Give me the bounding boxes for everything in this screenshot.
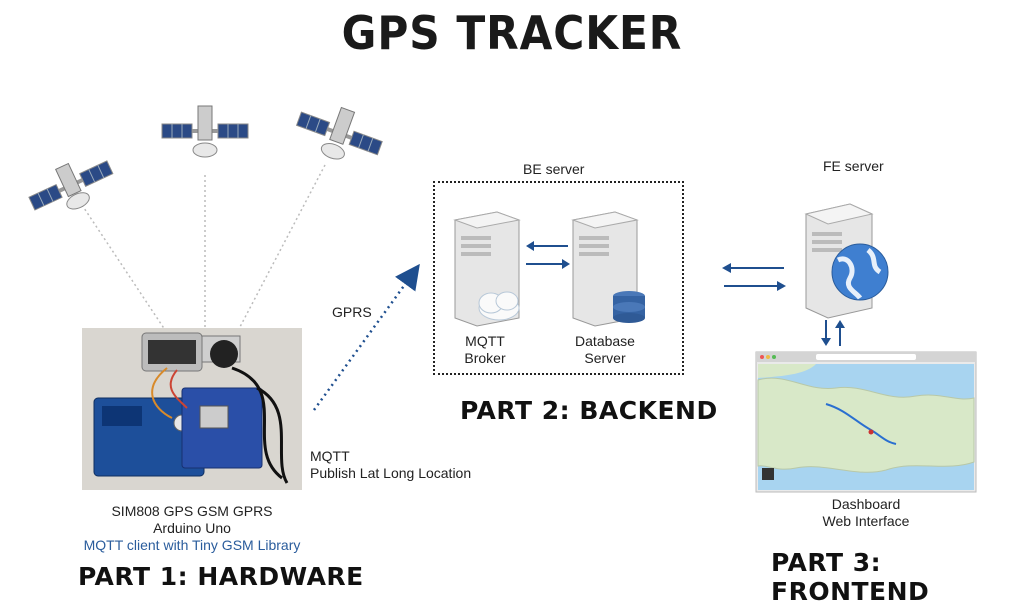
- mqtt-broker-label-1: MQTT: [465, 333, 505, 349]
- gprs-arrow: [312, 263, 420, 411]
- mqtt-broker-label-2: Broker: [464, 350, 506, 366]
- backend-box: [433, 181, 684, 375]
- dashboard-label-2: Web Interface: [822, 513, 910, 529]
- hardware-board-label: Arduino Uno: [153, 520, 231, 536]
- dashboard-map-screenshot: [755, 351, 977, 493]
- web-server-icon: [804, 203, 889, 319]
- satellite-icon: [295, 106, 383, 160]
- gprs-label: GPRS: [332, 304, 372, 320]
- part2-label: PART 2: BACKEND: [460, 396, 718, 425]
- satellite-icon: [161, 105, 249, 158]
- hardware-photo: [82, 328, 302, 490]
- part1-label: PART 1: HARDWARE: [78, 562, 364, 591]
- part3-label: PART 3: FRONTEND: [771, 548, 930, 606]
- publish-label: Publish Lat Long Location: [310, 465, 472, 481]
- database-server-icon: [571, 211, 645, 327]
- hardware-client-label: MQTT client with Tiny GSM Library: [83, 537, 301, 553]
- mqtt-protocol-label: MQTT: [310, 448, 350, 464]
- mqtt-broker-server-icon: [453, 211, 521, 327]
- satellite-icon: [28, 160, 114, 211]
- diagram-title: GPS TRACKER: [341, 6, 683, 60]
- fe-server-label: FE server: [823, 158, 884, 174]
- database-server-label-2: Server: [584, 350, 626, 366]
- database-server-label-1: Database: [575, 333, 635, 349]
- dashboard-label-1: Dashboard: [831, 496, 901, 512]
- be-fe-arrows: [722, 263, 786, 291]
- hardware-module-label: SIM808 GPS GSM GPRS: [111, 503, 273, 519]
- be-server-label: BE server: [523, 161, 585, 177]
- be-sync-arrows: [526, 241, 570, 269]
- fe-dashboard-arrows: [821, 320, 845, 346]
